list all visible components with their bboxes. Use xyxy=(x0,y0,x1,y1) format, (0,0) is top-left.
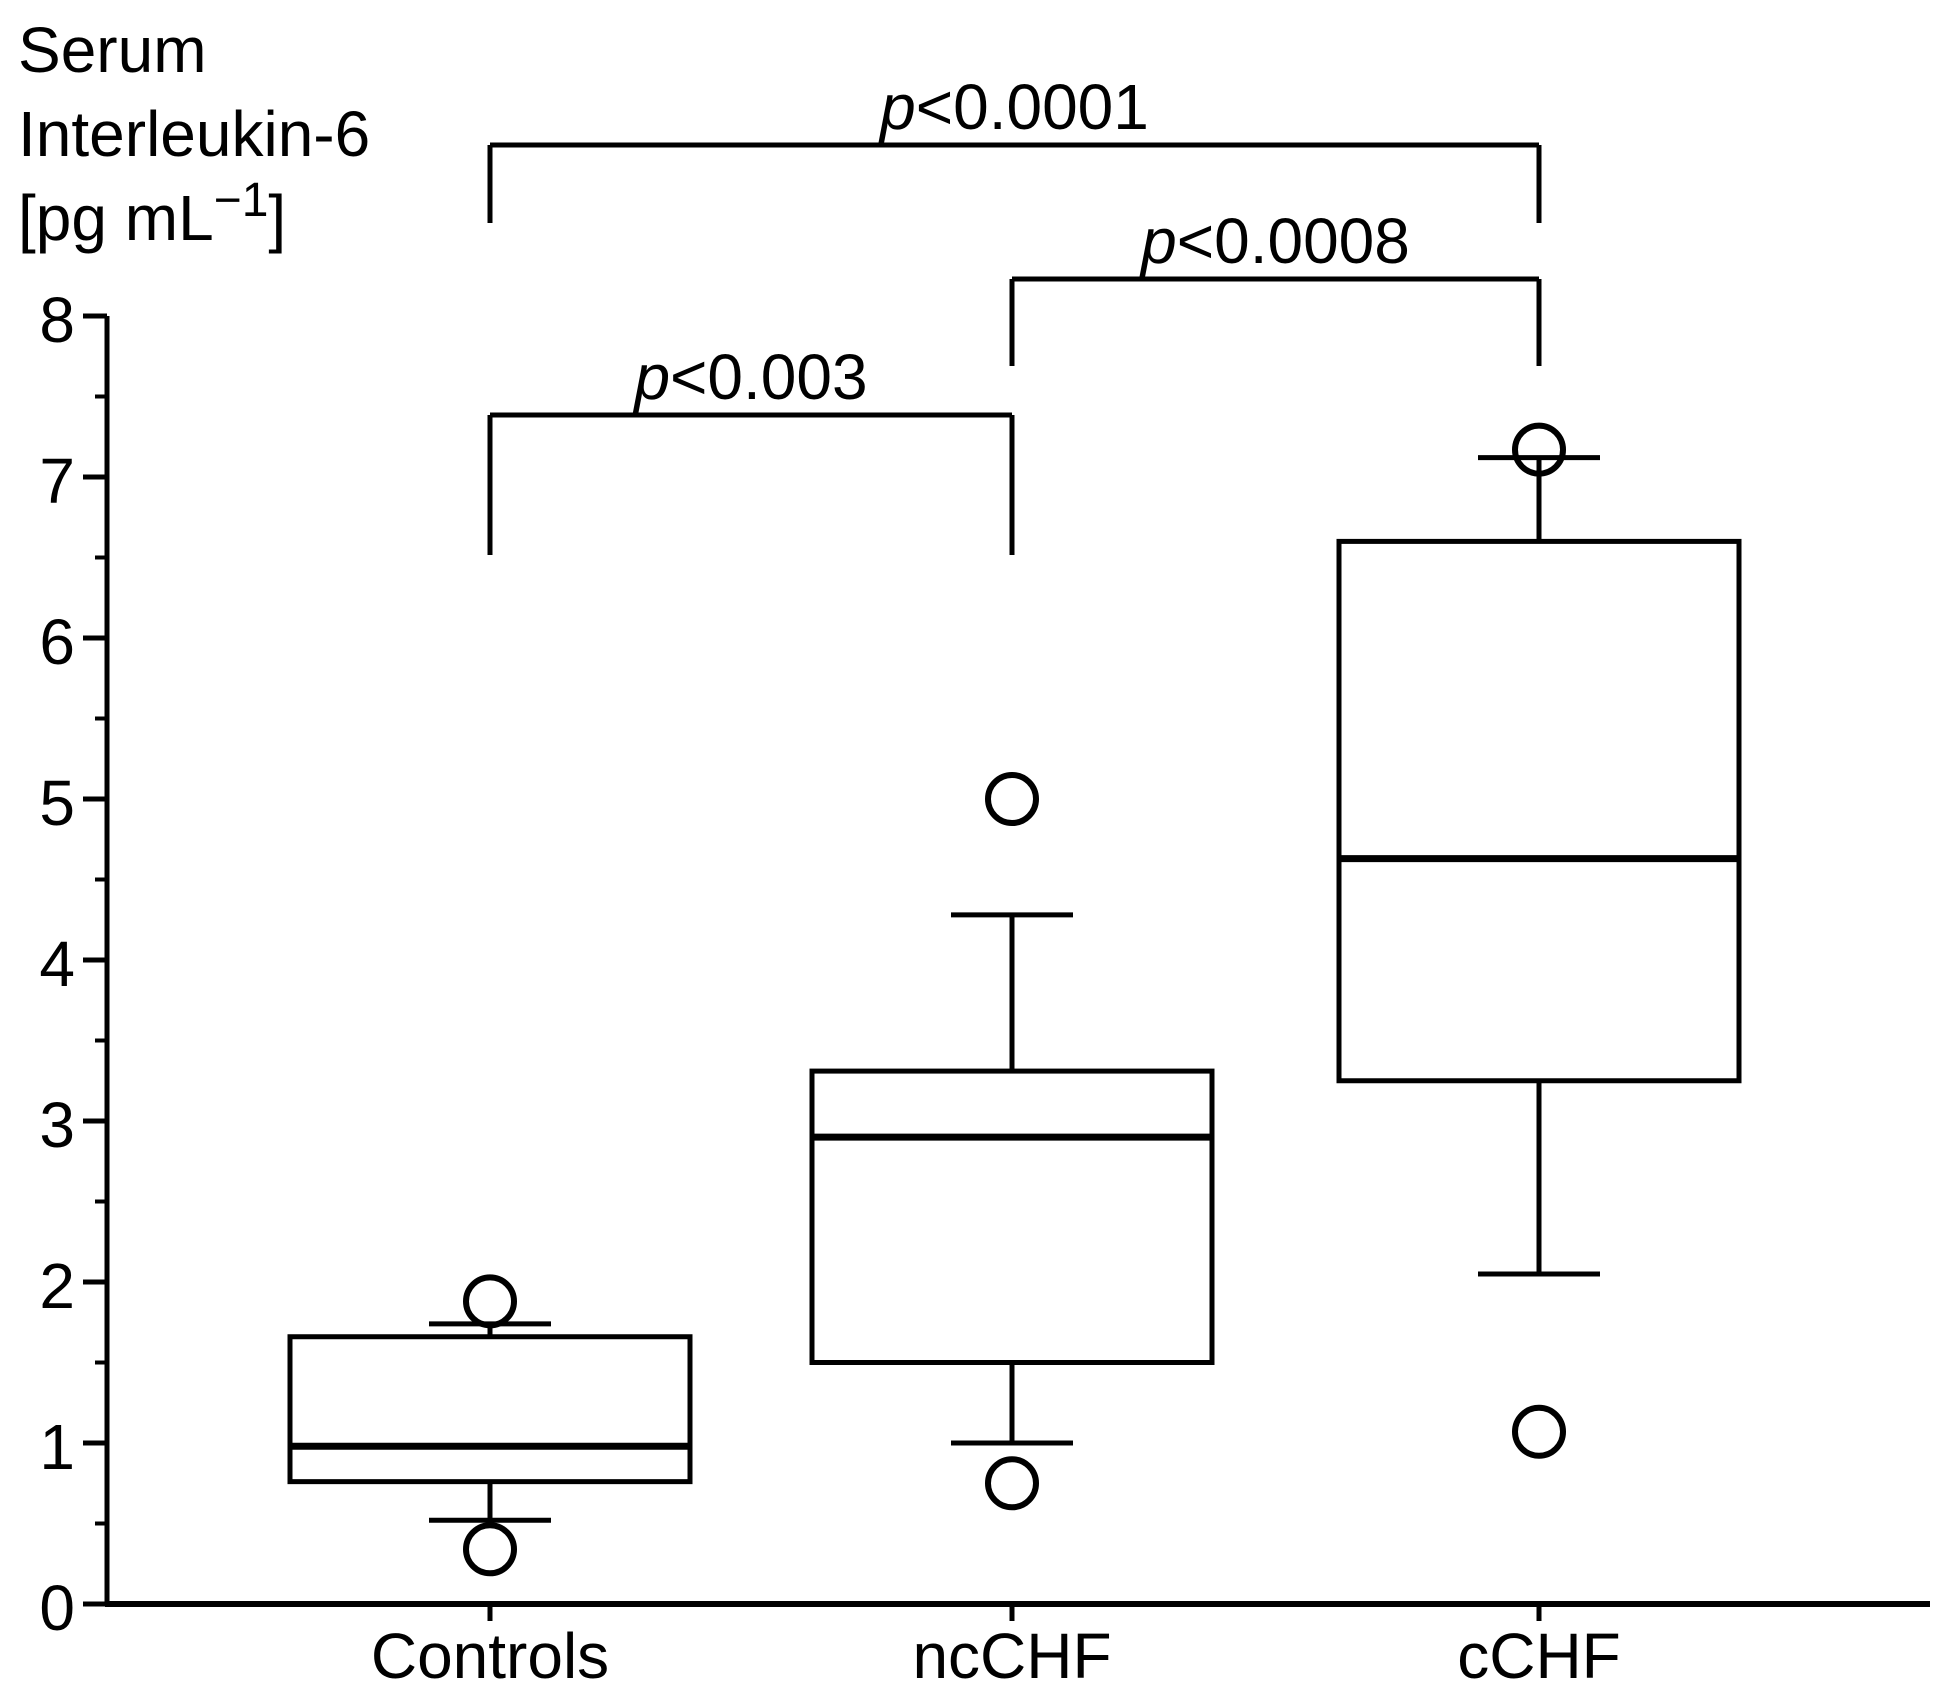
outlier-marker-ncchf xyxy=(985,772,1039,826)
x-category-label-ncchf: ncCHF xyxy=(912,1620,1111,1690)
outlier-marker-controls xyxy=(463,1522,517,1577)
p-value-label: p<0.0001 xyxy=(878,71,1149,143)
outlier-marker-cchf xyxy=(1512,1404,1566,1459)
iqr-box-ncchf xyxy=(809,1068,1215,1365)
y-axis-title-line: Serum xyxy=(18,14,207,86)
iqr-box-controls xyxy=(287,1334,693,1485)
outlier-marker-controls xyxy=(463,1274,517,1329)
outlier-marker-cchf xyxy=(1512,422,1566,477)
x-category-label-controls: Controls xyxy=(371,1620,609,1690)
y-tick-label: 4 xyxy=(39,928,75,1000)
p-value-label: p<0.0008 xyxy=(1139,205,1410,277)
y-tick-label: 0 xyxy=(39,1572,75,1644)
y-tick-label: 5 xyxy=(39,767,75,839)
y-tick-label: 7 xyxy=(39,445,75,517)
y-axis-title-line: Interleukin-6 xyxy=(18,98,370,170)
outlier-marker-ncchf xyxy=(985,1456,1039,1511)
x-category-label-cchf: cCHF xyxy=(1457,1620,1621,1690)
y-axis-title-line: [pg mL−1] xyxy=(18,174,286,254)
y-tick-label: 3 xyxy=(39,1089,75,1161)
y-tick-label: 2 xyxy=(39,1250,75,1322)
p-value-label: p<0.003 xyxy=(632,341,867,413)
y-tick-label: 8 xyxy=(39,284,75,356)
y-tick-label: 1 xyxy=(39,1411,75,1483)
iqr-box-cchf xyxy=(1336,538,1742,1084)
y-tick-label: 6 xyxy=(39,606,75,678)
